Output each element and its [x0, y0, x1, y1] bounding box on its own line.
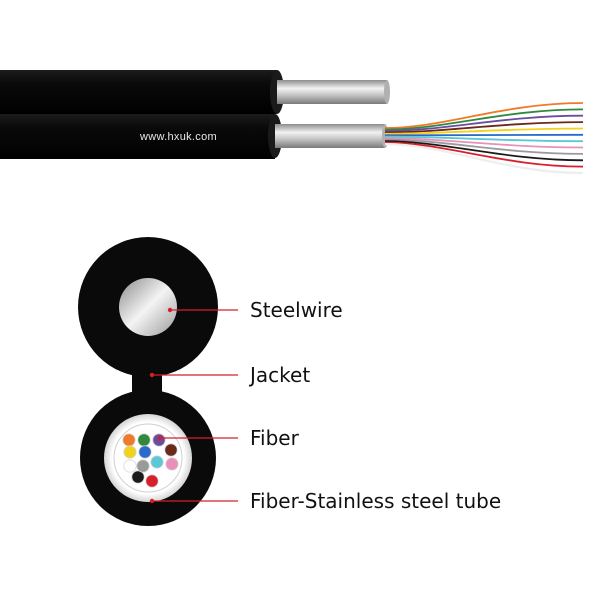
label-tube: Fiber-Stainless steel tube: [250, 489, 502, 513]
label-fiber: Fiber: [250, 426, 299, 450]
cable-cross-section: [78, 237, 238, 526]
fiber-strand: [384, 114, 584, 132]
fiber-dot: [152, 433, 166, 447]
fiber-strand: [384, 133, 584, 137]
fiber-strand: [384, 142, 584, 175]
fiber-dot: [122, 433, 136, 447]
fiber-strand: [384, 127, 584, 135]
label-steelwire: Steelwire: [250, 298, 343, 322]
steelwire-rod: [277, 80, 387, 104]
upper-jacket: [0, 70, 277, 114]
leader-jacket-dot: [149, 372, 155, 378]
fiber-strand: [384, 102, 584, 129]
fiber-dot: [123, 459, 137, 473]
fiber-strand: [384, 137, 584, 149]
watermark-text: www.hxuk.com: [139, 131, 217, 143]
label-jacket: Jacket: [250, 363, 311, 387]
steel-tube-side: [275, 124, 385, 148]
fiber-dot: [131, 470, 145, 484]
leader-steelwire-dot: [167, 307, 173, 313]
fiber-strand: [384, 121, 584, 134]
fiber-dot: [165, 457, 179, 471]
leader-fiber-dot: [157, 435, 163, 441]
fiber-dot: [137, 433, 151, 447]
fiber-strand: [384, 108, 584, 131]
fiber-dots: [122, 433, 179, 488]
fiber-dot: [123, 445, 137, 459]
cable-side-view: www.hxuk.com: [0, 70, 584, 175]
leader-tube-dot: [149, 498, 155, 504]
lower-jacket: [0, 114, 275, 159]
fiber-dot: [136, 459, 150, 473]
fiber-fan: [384, 102, 584, 175]
fiber-dot: [138, 445, 152, 459]
fiber-dot: [145, 474, 159, 488]
steelwire-disc: [119, 278, 177, 336]
fiber-dot: [164, 443, 178, 457]
fiber-strand: [384, 135, 584, 143]
fiber-strand: [384, 140, 584, 162]
fiber-dot: [150, 455, 164, 469]
fiber-strand: [384, 141, 584, 168]
fiber-strand: [384, 138, 584, 155]
steelwire-rod-end: [384, 80, 390, 104]
